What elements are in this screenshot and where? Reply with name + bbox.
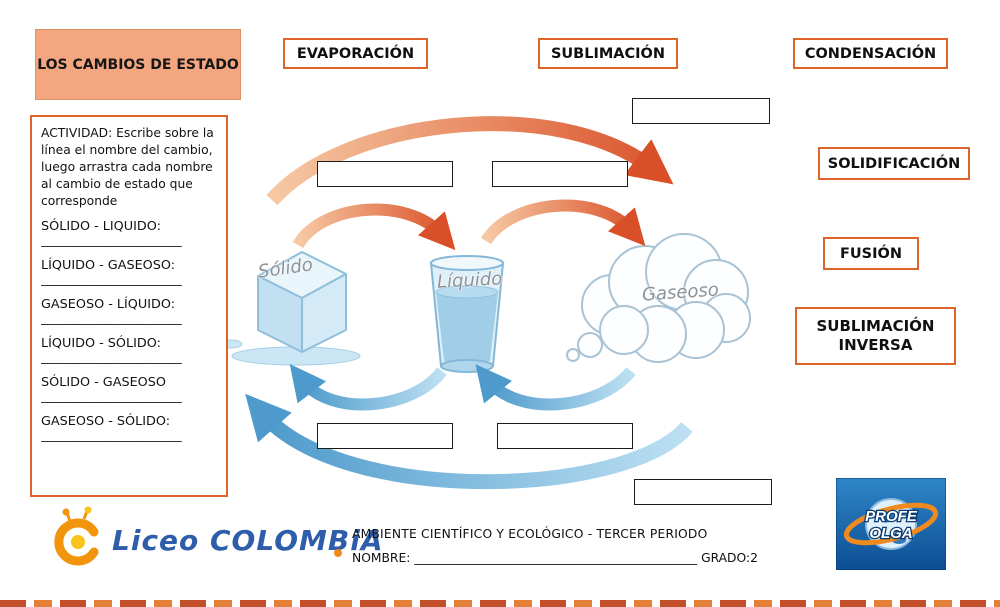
page-title: LOS CAMBIOS DE ESTADO (35, 29, 241, 100)
drag-label-sublimacion-inversa-line2: INVERSA (838, 336, 913, 354)
drag-label-fusion[interactable]: FUSIÓN (823, 237, 919, 270)
arrow-liquid-to-solid (289, 363, 447, 411)
drag-label-sublimacion-inversa-line1: SUBLIMACIÓN (816, 316, 935, 335)
activity-item-label: GASEOSO - SÓLIDO: (41, 413, 171, 429)
activity-item-label: LÍQUIDO - GASEOSO: (41, 257, 176, 273)
activity-answer-line[interactable]: ______________________ (41, 389, 182, 404)
decorative-dashed-border (0, 600, 1000, 607)
drag-label-solidificacion[interactable]: SOLIDIFICACIÓN (818, 147, 970, 180)
activity-item-label: SÓLIDO - GASEOSO (41, 374, 166, 390)
drag-label-sublimacion-inversa[interactable]: SUBLIMACIÓN INVERSA (795, 307, 956, 365)
drop-box-evaporacion[interactable] (492, 161, 628, 187)
nombre-label: NOMBRE: (352, 551, 411, 565)
activity-item: SÓLIDO - GASEOSO ______________________ (41, 375, 217, 407)
arrow-solid-to-liquid (292, 203, 456, 251)
badge-text-line1: PROFE (865, 508, 918, 525)
activity-item: GASEOSO - SÓLIDO: ______________________ (41, 414, 217, 446)
activity-item-label: SÓLIDO - LIQUIDO: (41, 218, 161, 234)
activity-item: LÍQUIDO - GASEOSO: _____________________… (41, 258, 217, 290)
badge-text-line2: OLGA (869, 525, 912, 542)
drag-label-evaporacion[interactable]: EVAPORACIÓN (283, 38, 428, 69)
cloud-icon (566, 233, 751, 363)
subject-line: AMBIENTE CIENTÍFICO Y ECOLÓGICO - TERCER… (352, 527, 708, 541)
grado-label: GRADO:2 (701, 551, 758, 565)
activity-answer-line[interactable]: ______________________ (41, 311, 182, 326)
drag-label-sublimacion[interactable]: SUBLIMACIÓN (538, 38, 678, 69)
arrow-liquid-to-gas (480, 199, 646, 247)
state-label-liquido: Líquido (436, 268, 503, 293)
activity-answer-line[interactable]: ______________________ (41, 272, 182, 287)
activity-instructions: ACTIVIDAD: Escribe sobre la línea el nom… (41, 126, 214, 208)
arrow-gas-to-liquid (475, 364, 636, 411)
school-mascot-icon (54, 506, 99, 566)
school-logo-text: Liceo COLOMBiA (112, 524, 384, 557)
activity-item-label: GASEOSO - LÍQUIDO: (41, 296, 176, 312)
drop-box-condensacion[interactable] (497, 423, 633, 449)
drop-box-solidificacion[interactable] (317, 423, 453, 449)
activity-answer-line[interactable]: ______________________ (41, 233, 182, 248)
water-glass-icon (429, 255, 505, 373)
state-label-gaseoso: Gaseoso (641, 279, 720, 306)
activity-item: LÍQUIDO - SÓLIDO: ______________________ (41, 336, 217, 368)
activity-answer-line[interactable]: ______________________ (41, 350, 182, 365)
profe-olga-badge: PROFE OLGA (836, 478, 946, 570)
drop-box-sublimacion-inversa[interactable] (634, 479, 772, 505)
planet-ring (843, 502, 939, 546)
drop-box-sublimacion[interactable] (632, 98, 770, 124)
activity-panel: ACTIVIDAD: Escribe sobre la línea el nom… (30, 115, 228, 497)
activity-answer-line[interactable]: ______________________ (41, 428, 182, 443)
activity-item: SÓLIDO - LIQUIDO: ______________________ (41, 219, 217, 251)
activity-item: GASEOSO - LÍQUIDO: _____________________… (41, 297, 217, 329)
state-label-solido: Sólido (256, 254, 315, 283)
ice-cube-icon (219, 251, 361, 366)
activity-item-label: LÍQUIDO - SÓLIDO: (41, 335, 161, 351)
logo-period-dot (334, 549, 342, 557)
drop-box-fusion[interactable] (317, 161, 453, 187)
name-grade-line: NOMBRE: ________________________________… (352, 551, 758, 565)
drag-label-condensacion[interactable]: CONDENSACIÓN (793, 38, 948, 69)
nombre-write-line[interactable]: ________________________________________… (414, 551, 698, 565)
